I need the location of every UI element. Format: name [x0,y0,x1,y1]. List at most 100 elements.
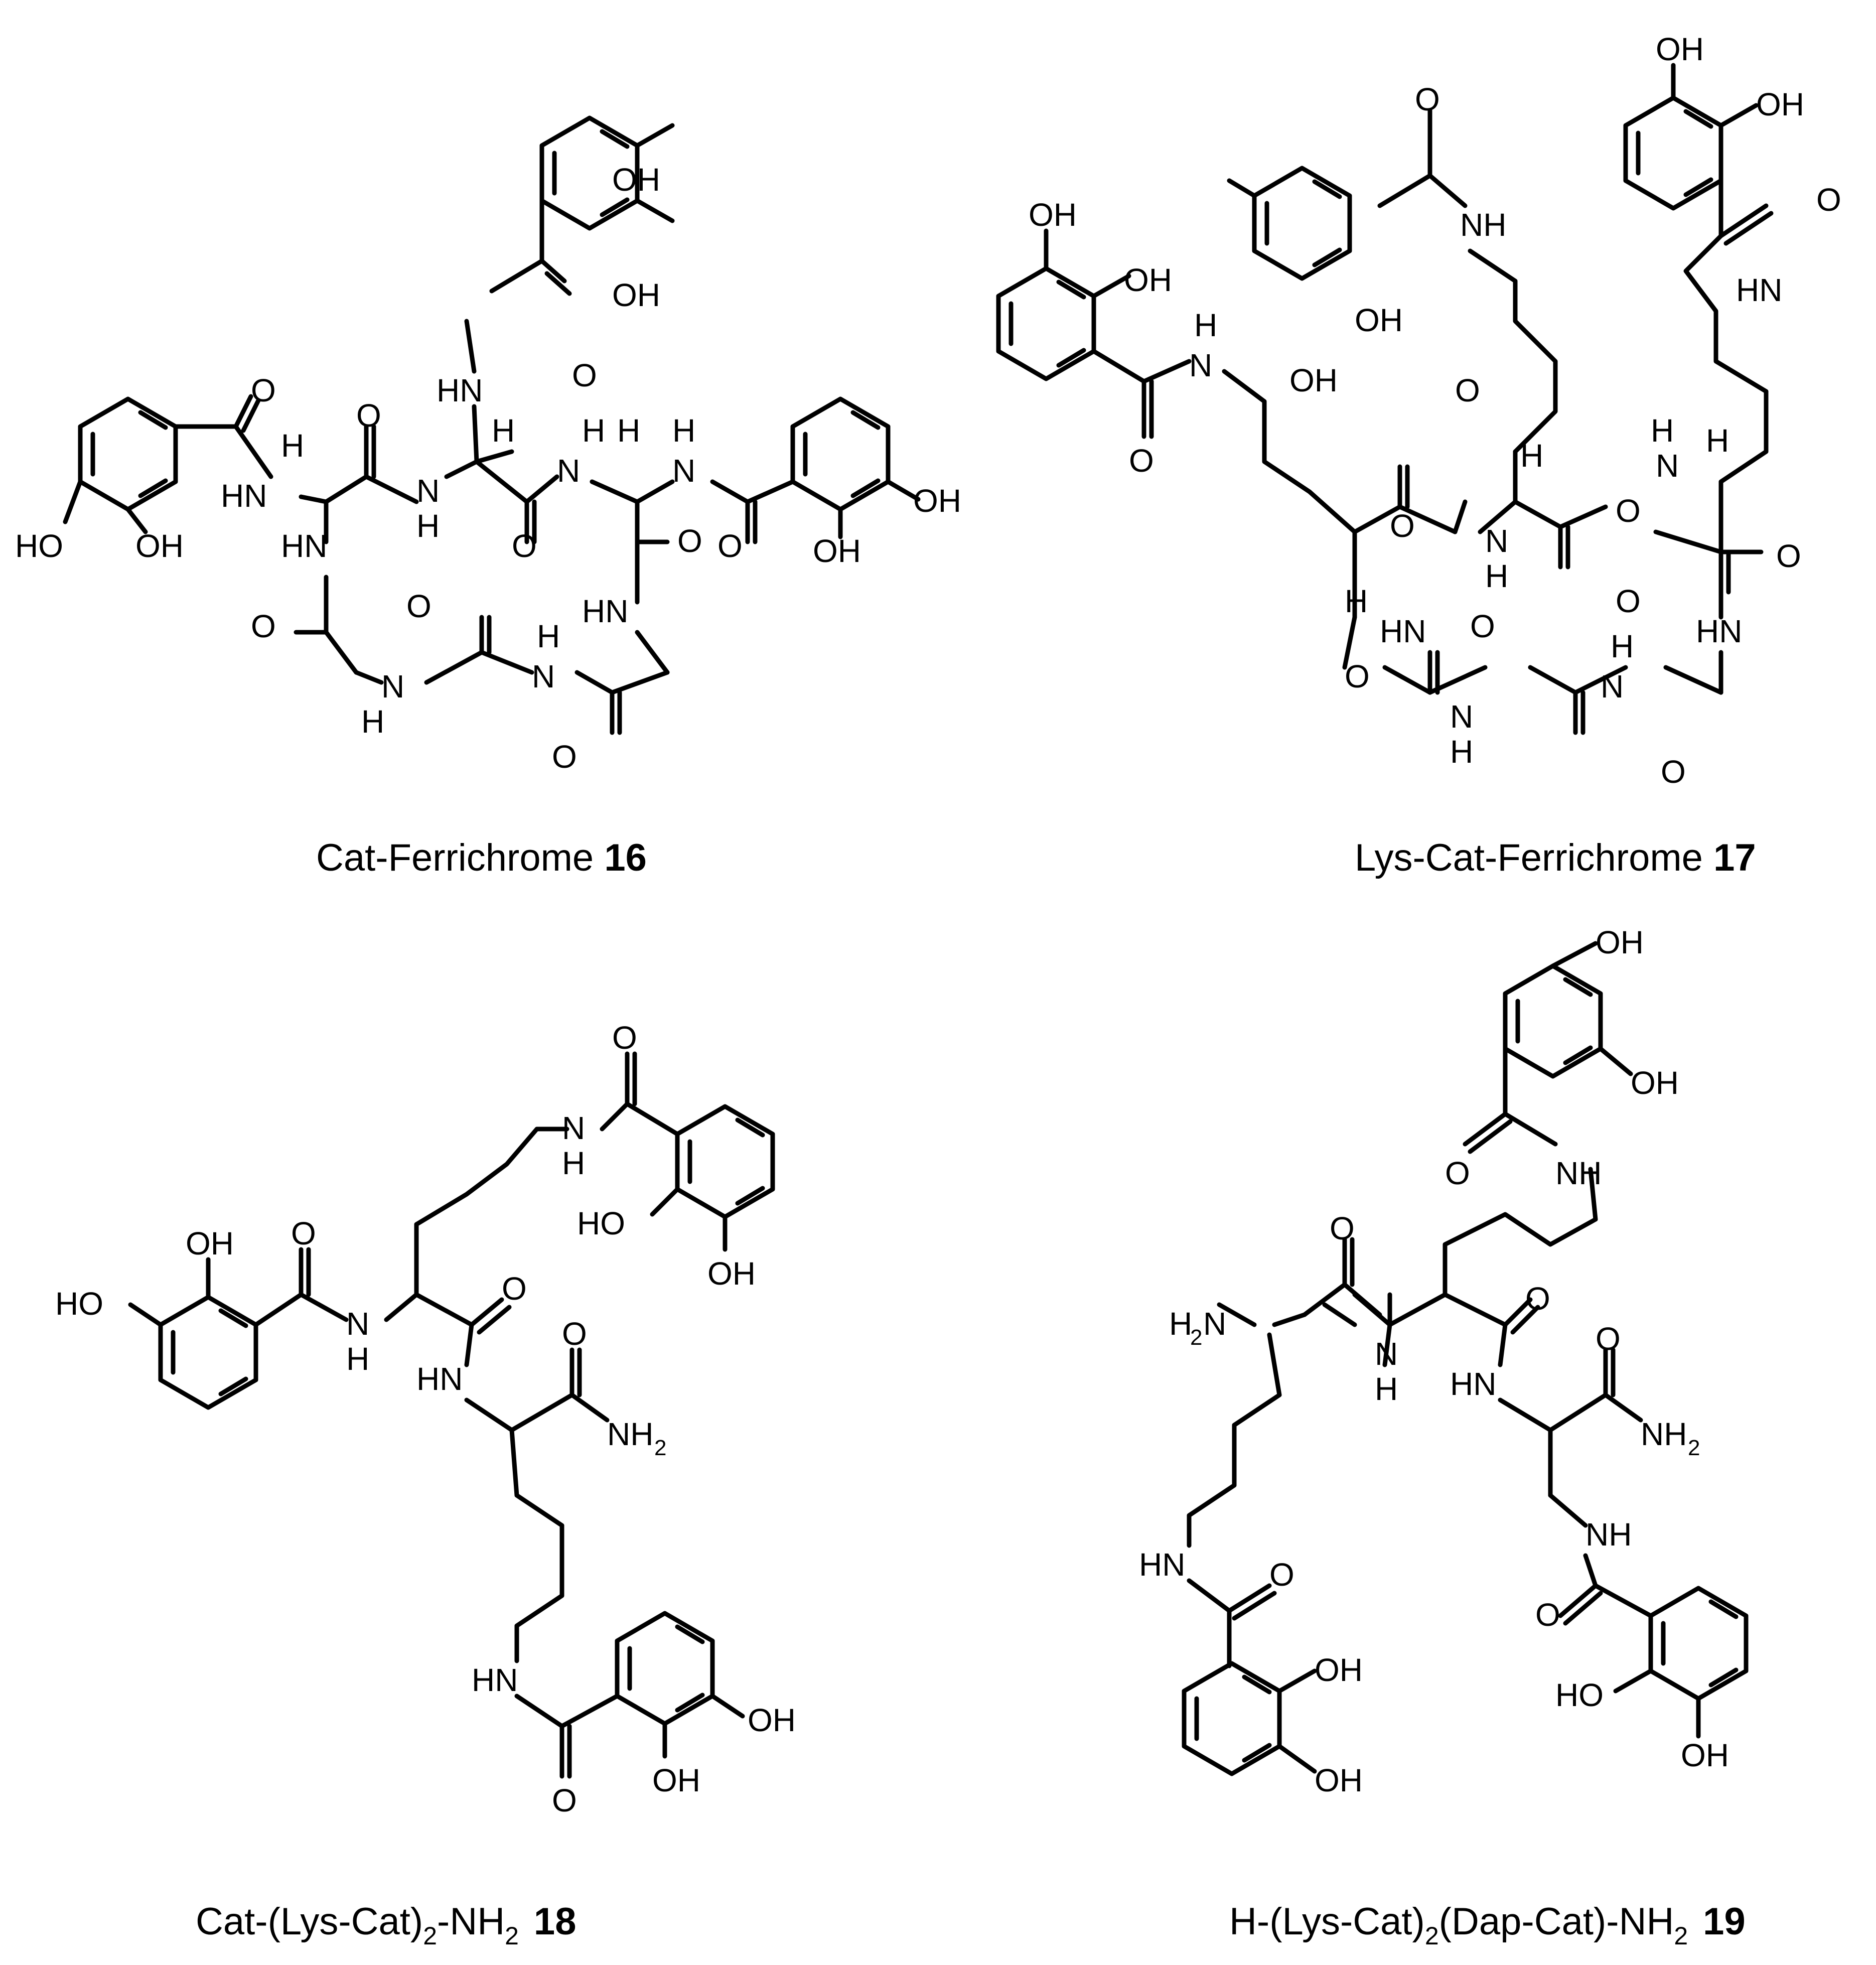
atom-label: H [1706,423,1729,459]
atom-label: N [381,668,404,705]
atom-label: HN [1380,613,1426,649]
atom-label: HN [416,1361,463,1397]
atom-label: HN [1450,1366,1496,1402]
atom-label: N [1656,448,1679,484]
atom-label: O [502,1271,527,1307]
atom-label: OH [1355,302,1403,338]
atom-label: OH [612,277,660,313]
atom-label: O [1269,1557,1294,1593]
atom-label: 2 [1688,1436,1700,1460]
atom-label: H [672,412,695,449]
atom-label: OH [1315,1652,1363,1688]
atom-label: N [416,473,440,509]
atom-label: OH [1124,262,1172,298]
atom-label: H [582,412,605,449]
atom-label: HN [1139,1547,1185,1583]
atom-label: OH [652,1762,700,1798]
atom-label: OH [186,1225,234,1261]
atom-label: N [1203,1306,1226,1342]
atom-label: N [346,1306,369,1342]
atom-label: O [1129,443,1154,479]
caption-19-sub2: 2 [1674,1922,1688,1950]
atom-label: H [416,508,440,544]
atom-label: H [492,412,515,449]
atom-label: O [1616,493,1641,529]
atom-label: OH [707,1255,756,1292]
atom-label: O [1330,1210,1355,1246]
atom-label: O [1535,1597,1560,1633]
atom-label: OH [612,162,660,198]
caption-19-sub1: 2 [1425,1922,1439,1950]
caption-18-name-pre: Cat-(Lys-Cat) [196,1900,423,1943]
caption-18-name-mid: -NH [437,1900,505,1943]
caption-16-name: Cat-Ferrichrome [316,836,594,879]
atom-label: HO [15,528,63,564]
atom-label: O [552,1782,577,1818]
atom-label: O [1525,1281,1550,1317]
atom-label: H [1194,307,1217,343]
structure-17 [996,63,1774,735]
atom-label: H [346,1341,369,1377]
atom-label: O [552,739,577,775]
atom-label: O [1445,1155,1470,1191]
atom-label: N [1450,698,1473,735]
atom-label: OH [1315,1762,1363,1798]
atom-label: OH [748,1702,796,1738]
atom-label: OH [1029,197,1077,233]
atom-label: HN [582,593,628,629]
atom-label: N [1189,347,1212,383]
caption-17-name: Lys-Cat-Ferrichrome [1355,836,1703,879]
structure-16 [63,115,921,735]
atom-label: HO [1555,1677,1604,1713]
atom-label: N [557,453,580,489]
atom-label: O [251,372,276,408]
atom-label: HO [55,1286,103,1322]
atom-label: 2 [1190,1325,1202,1350]
atom-label: H [617,412,640,449]
atom-label: O [562,1316,587,1352]
caption-19-number: 19 [1703,1900,1746,1943]
atom-label: O [512,528,537,564]
atom-label: H [1375,1371,1398,1407]
caption-19-name-mid: (Dap-Cat)-NH [1439,1900,1674,1943]
atom-labels-18: OH HO O N H O HN O NH 2 N H O HO OH HN O… [55,1020,796,1818]
caption-18-sub1: 2 [423,1922,437,1950]
atom-label: HN [221,478,267,514]
atom-label: O [1816,182,1841,218]
atom-label: O [1616,583,1641,619]
atom-label: O [1776,538,1801,574]
atom-label: O [1661,754,1686,790]
atom-label: H [1169,1306,1192,1342]
atom-label: O [1415,81,1440,117]
atom-label: O [612,1020,637,1056]
atom-label: NH [1641,1416,1687,1452]
caption-17: Lys-Cat-Ferrichrome 17 [1355,836,1756,879]
atom-label: HN [281,528,327,564]
atom-label: N [532,658,555,694]
caption-16-number: 16 [604,836,647,879]
atom-label: OH [1631,1065,1679,1101]
caption-18-number: 18 [534,1900,576,1943]
atom-label: H [1450,734,1473,770]
atom-label: H [562,1145,585,1181]
atom-label: HN [437,372,483,408]
atom-label: H [281,428,304,464]
atom-label: O [1390,508,1415,544]
atom-label: N [672,453,695,489]
atom-label: H [1485,558,1508,594]
atom-label: N [1375,1336,1398,1372]
atom-label: HN [472,1662,518,1698]
atom-label: N [1601,668,1624,705]
atom-label: H [1611,628,1634,664]
caption-18-sub2: 2 [505,1922,519,1950]
atom-label: O [677,523,702,559]
caption-17-number: 17 [1713,836,1756,879]
atom-label: OH [135,528,184,564]
atom-label: OH [1289,362,1338,398]
atom-label: N [562,1110,585,1146]
atom-label: OH [913,483,961,519]
atom-label: O [1596,1321,1621,1357]
